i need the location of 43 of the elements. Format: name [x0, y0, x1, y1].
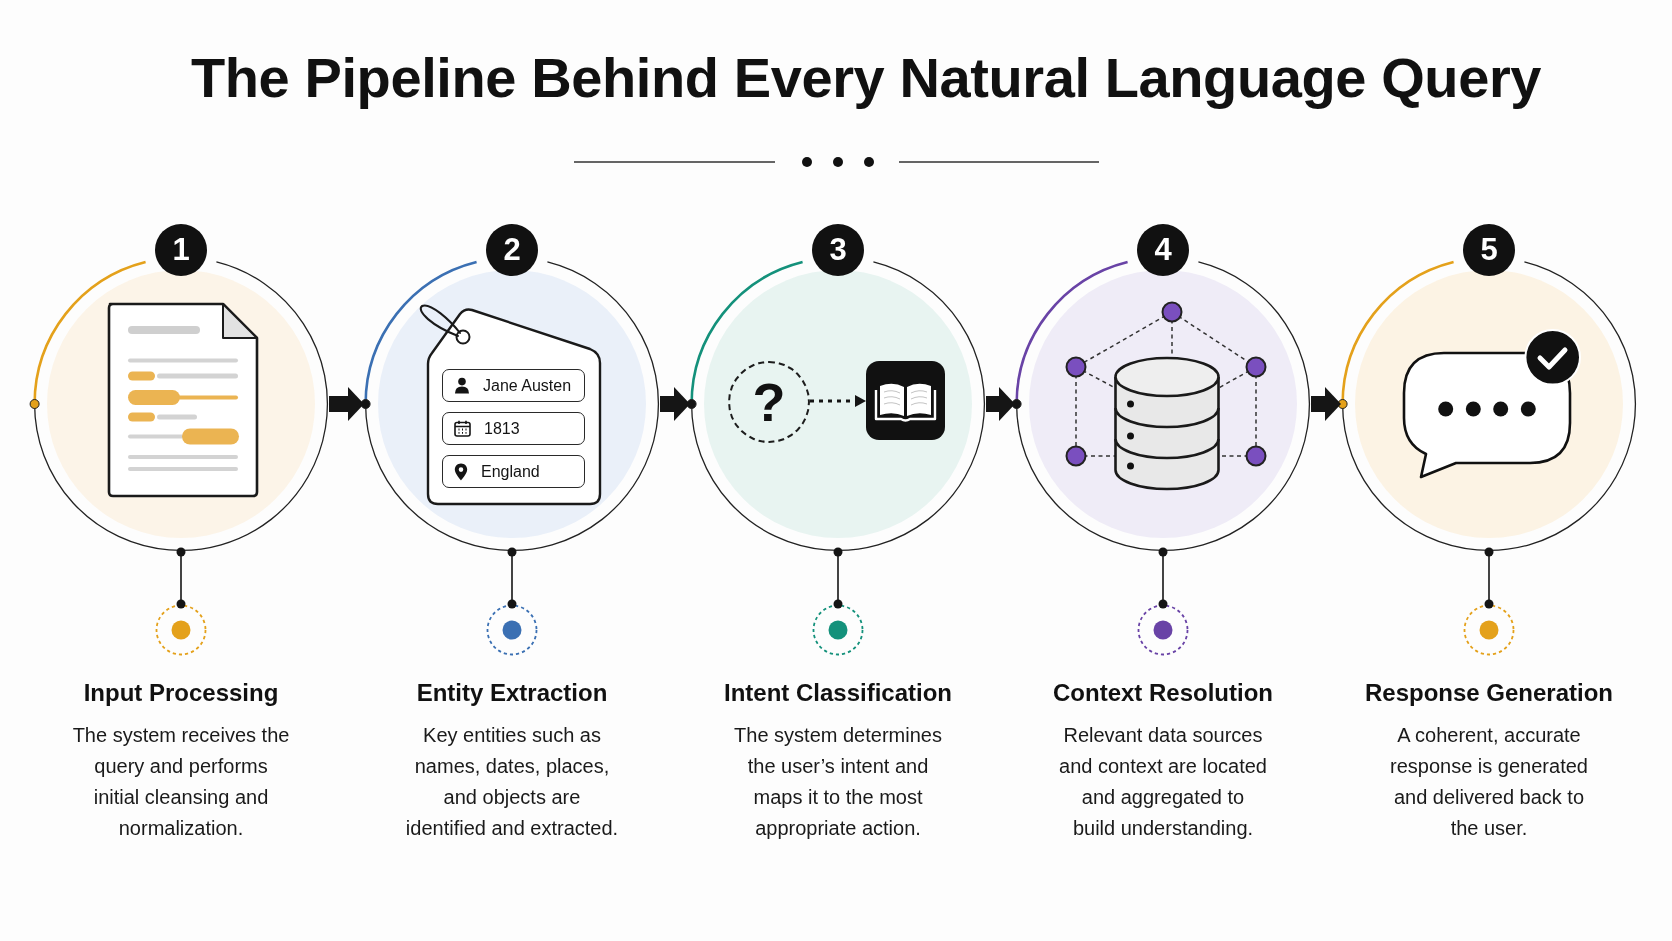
step-title: Response Generation: [1364, 678, 1614, 708]
step-title: Input Processing: [83, 678, 279, 708]
field-value: England: [481, 462, 540, 481]
dashed-ring-marker: [812, 604, 864, 656]
step-number-badge: 5: [1463, 224, 1515, 276]
step-description: Relevant data sources and context are located and aggregated to build understanding.: [1058, 723, 1268, 841]
step-number-badge: 4: [1137, 224, 1189, 276]
step-description: The system receives the query and performs initial cleansing and normalization.: [71, 723, 291, 841]
stage-circle: [1015, 224, 1311, 552]
stage-circle: [364, 224, 660, 552]
stage-circle: [1341, 224, 1637, 552]
step-number-badge: 2: [486, 224, 538, 276]
step-title: Context Resolution: [1053, 678, 1273, 708]
field-value: 1813: [484, 419, 520, 438]
entity-field: [442, 455, 585, 488]
stage-circle: [690, 224, 986, 552]
step-title: Intent Classification: [723, 678, 952, 708]
dashed-ring-marker: [486, 604, 538, 656]
connector-line: [176, 547, 186, 609]
dashed-ring-marker: [155, 604, 207, 656]
step-description: A coherent, accurate response is generated and delivered back to the user.: [1389, 723, 1589, 841]
entity-field: [442, 412, 585, 445]
entity-field: [442, 369, 585, 402]
connector-line: [1158, 547, 1168, 609]
field-value: Jane Austen: [483, 376, 572, 395]
block-arrow: [329, 387, 364, 421]
open-book-icon: [866, 361, 945, 440]
step-description: The system determines the user’s intent and maps it to the most appropriate action.: [733, 723, 943, 841]
dashed-ring-marker: [1137, 604, 1189, 656]
step-number-badge: 3: [812, 224, 864, 276]
block-arrow: [1311, 387, 1341, 421]
page-title: The Pipeline Behind Every Natural Language Query: [191, 45, 1541, 111]
connector-line: [833, 547, 843, 609]
dashed-ring-marker: [1463, 604, 1515, 656]
dotted-arrow: [810, 395, 866, 407]
step-number-badge: 1: [155, 224, 207, 276]
question-mark-circle: ?: [728, 361, 810, 443]
block-arrow: [986, 387, 1015, 421]
step-description: Key entities such as names, dates, places, and objects are identified and extracted.: [404, 723, 620, 841]
block-arrow: [660, 387, 690, 421]
connector-line: [1484, 547, 1494, 609]
connector-line: [507, 547, 517, 609]
step-title: Entity Extraction: [416, 678, 608, 708]
